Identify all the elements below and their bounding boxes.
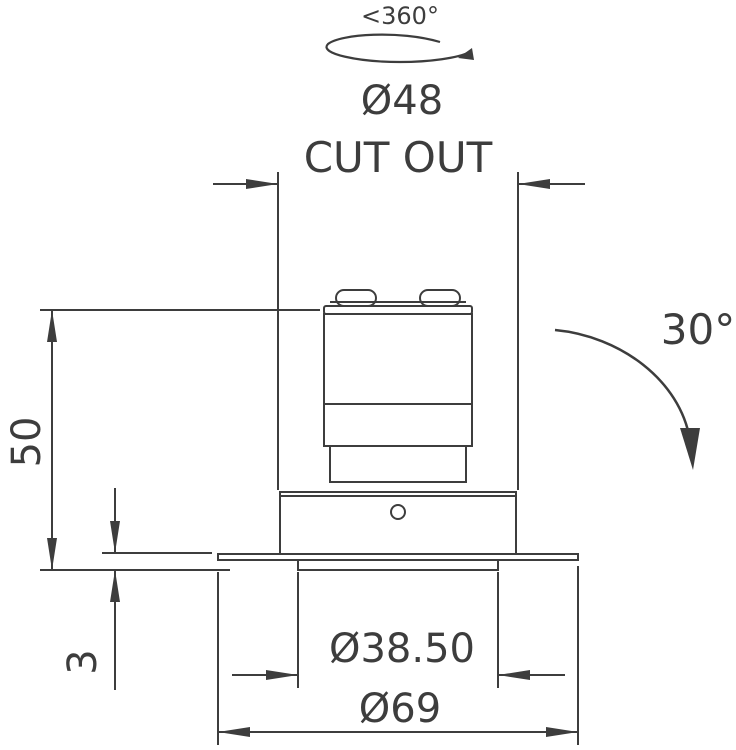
flange-thickness-dimension — [102, 488, 212, 690]
tilt-arrow-icon — [554, 328, 700, 470]
cutout-diameter-label: Ø48 — [361, 78, 443, 124]
flange-thickness-label: 3 — [60, 649, 106, 674]
cutout-dimension — [213, 172, 585, 490]
tilt-label: 30° — [661, 305, 735, 354]
lamp-body — [217, 289, 579, 571]
inner-diameter-dimension — [232, 572, 565, 688]
height-dimension — [40, 309, 320, 571]
rotation-arrow-icon — [325, 33, 474, 64]
height-label: 50 — [4, 417, 50, 468]
outer-diameter-dimension — [217, 566, 579, 745]
inner-diameter-label: Ø38.50 — [329, 626, 475, 672]
outer-diameter-label: Ø69 — [359, 686, 441, 732]
cutout-label: CUT OUT — [304, 133, 493, 182]
rotation-label: <360° — [361, 2, 439, 30]
